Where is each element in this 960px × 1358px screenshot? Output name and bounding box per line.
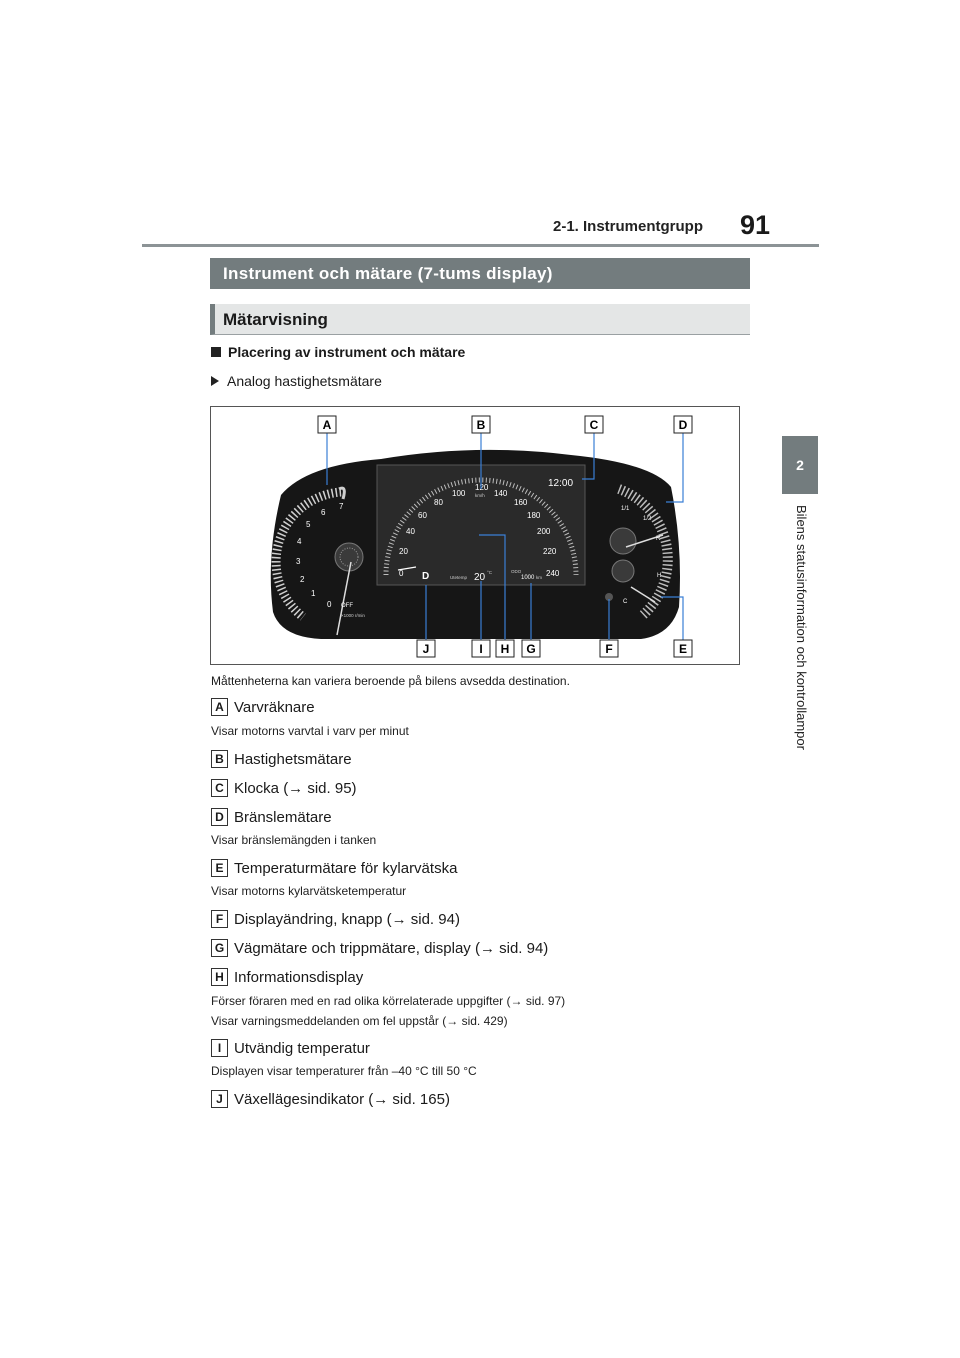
speed-label-80: 80: [434, 498, 443, 507]
callout-e: E: [679, 642, 687, 656]
tach-label-7: 7: [339, 502, 344, 511]
placement-heading: Placering av instrument och mätare: [211, 344, 465, 360]
tach-unit: ×1000 r/min: [341, 613, 365, 618]
callout-i: I: [479, 642, 482, 656]
chapter-tab[interactable]: 2: [782, 436, 818, 494]
item-h-desc: Förser föraren med en rad olika körrelat…: [211, 994, 565, 1008]
speed-unit: km/h: [475, 493, 485, 498]
main-heading: Instrument och mätare (7-tums display): [210, 258, 750, 289]
item-e-desc: Visar motorns kylarvätsketemperatur: [211, 884, 406, 898]
tach-label-0: 0: [327, 600, 332, 609]
item-d-desc: Visar bränslemängden i tanken: [211, 833, 376, 847]
temp-value: 20: [474, 572, 486, 583]
speed-label-140: 140: [494, 489, 508, 498]
speed-label-100: 100: [452, 489, 466, 498]
fuel-r-label: R: [656, 536, 661, 542]
callout-j: J: [423, 642, 430, 656]
clock-readout: 12:00: [548, 478, 573, 489]
tach-label-5: 5: [306, 520, 311, 529]
item-h-desc2: Visar varningsmeddelanden om fel uppstår…: [211, 1014, 508, 1028]
callout-h: H: [501, 642, 510, 656]
speed-label-40: 40: [406, 527, 415, 536]
callout-c: C: [590, 418, 599, 432]
chapter-title: Bilens statusinformation och kontrollamp…: [793, 505, 811, 800]
cluster-illustration: 7 6 5 4 3 2 1 0 OFF ×1000 r/min 0 20 40 …: [211, 407, 741, 666]
square-bullet-icon: [211, 347, 221, 357]
section-title: 2-1. Instrumentgrupp: [553, 218, 703, 235]
speed-label-220: 220: [543, 547, 557, 556]
figure-caption: Måttenheterna kan variera beroende på bi…: [211, 674, 570, 688]
coolant-h-label: H: [657, 573, 661, 579]
speed-label-240: 240: [546, 569, 560, 578]
callout-a: A: [323, 418, 332, 432]
fuel-full-label: 1/1: [621, 506, 630, 512]
speed-label-180: 180: [527, 511, 541, 520]
callout-b: B: [477, 418, 486, 432]
callout-f: F: [605, 642, 612, 656]
speed-label-160: 160: [514, 498, 528, 507]
temp-label: Utetemp: [450, 575, 468, 580]
speed-label-120: 120: [475, 483, 489, 492]
tach-off-label: OFF: [341, 603, 353, 609]
variant-heading: Analog hastighetsmätare: [211, 373, 382, 389]
odo-value: 1000: [521, 575, 535, 581]
callout-g: G: [526, 642, 535, 656]
tach-label-6: 6: [321, 508, 326, 517]
odo-unit: km: [536, 575, 542, 580]
tach-label-2: 2: [300, 575, 305, 584]
triangle-bullet-icon: [211, 376, 219, 386]
callout-d: D: [679, 418, 688, 432]
coolant-c-label: C: [623, 599, 628, 605]
instrument-cluster-figure: 7 6 5 4 3 2 1 0 OFF ×1000 r/min 0 20 40 …: [210, 406, 740, 665]
sub-heading: Mätarvisning: [210, 304, 750, 335]
header-rule: [142, 244, 819, 247]
speed-label-200: 200: [537, 527, 551, 536]
tach-label-1: 1: [311, 589, 316, 598]
tach-label-4: 4: [297, 537, 302, 546]
fuel-half-label: 1/2: [643, 516, 652, 522]
gear-readout: D: [422, 571, 429, 582]
tach-label-3: 3: [296, 557, 301, 566]
temp-unit: °C: [487, 570, 493, 575]
speed-label-0: 0: [399, 569, 404, 578]
item-a-desc: Visar motorns varvtal i varv per minut: [211, 724, 409, 738]
speed-label-20: 20: [399, 547, 408, 556]
speed-label-60: 60: [418, 511, 427, 520]
item-i-desc: Displayen visar temperaturer från –40 °C…: [211, 1064, 477, 1078]
page-number: 91: [740, 210, 770, 241]
odo-label: ODO: [511, 569, 522, 574]
